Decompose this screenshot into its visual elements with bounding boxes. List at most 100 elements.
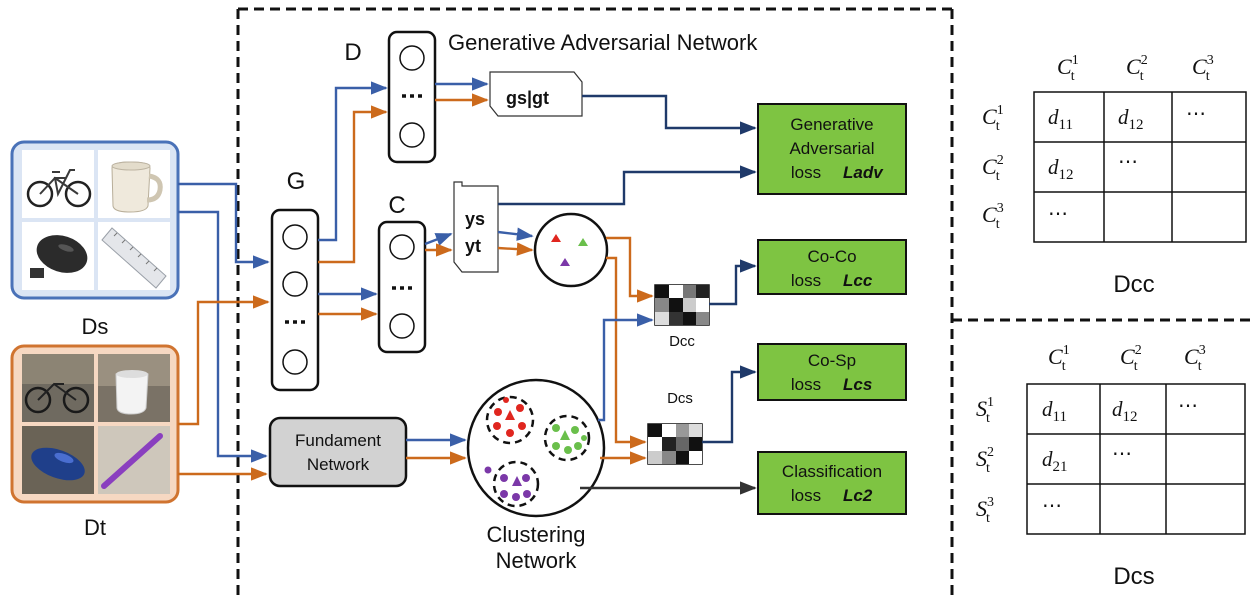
dcc-cell-2-0: ⋯ <box>1048 203 1068 225</box>
gan-title: Generative Adversarial Network <box>448 30 758 55</box>
svg-text:C3t: C3t <box>982 201 1004 232</box>
svg-text:S3t: S3t <box>976 495 994 526</box>
target-bicycle-image <box>22 354 94 422</box>
gan-frame <box>236 7 1252 596</box>
source-label: Ds <box>82 314 109 339</box>
d-label: D <box>344 39 361 66</box>
fundament-network <box>268 416 408 488</box>
target-label: Dt <box>84 515 106 540</box>
dcs-col1: C <box>1048 344 1063 369</box>
loss-cs-symbol: Lcs <box>843 375 872 394</box>
source-domain-panel <box>10 140 180 300</box>
discriminator-d <box>387 30 437 164</box>
dcs-col3: C <box>1184 344 1199 369</box>
classifier-c <box>377 220 427 354</box>
ys-yt-box <box>453 181 499 273</box>
loss-adv-line2: Adversarial <box>789 139 874 158</box>
dcc-col3: C <box>1192 54 1207 79</box>
svg-text:C3t: C3t <box>1184 343 1206 374</box>
loss-c2-line2: loss <box>791 486 821 505</box>
mug-image <box>98 150 170 218</box>
loss-cs-line2: loss <box>791 375 821 394</box>
dcs-col2: C <box>1120 344 1135 369</box>
loss-cs-line1: Co-Sp <box>808 351 856 370</box>
g-label: G <box>287 168 306 195</box>
svg-text:C2t: C2t <box>1120 343 1142 374</box>
dcs-caption: Dcs <box>1113 563 1154 590</box>
loss-adv-box <box>757 103 907 195</box>
svg-text:C3t: C3t <box>1192 53 1214 84</box>
dcs-table <box>1026 383 1246 535</box>
yt-label: yt <box>465 236 481 256</box>
mouse-image <box>22 222 94 290</box>
dcc-cell-0-2: ⋯ <box>1186 103 1206 125</box>
ys-label: ys <box>465 209 485 229</box>
loss-adv-line3: loss <box>791 163 821 182</box>
dcc-cell-1-1: ⋯ <box>1118 151 1138 173</box>
fundament-line1: Fundament <box>295 431 381 450</box>
dcs-heatmap <box>647 423 703 465</box>
svg-text:C1t: C1t <box>1057 53 1079 84</box>
c-label: C <box>388 192 405 219</box>
dcs-cell-1-0: d21 <box>1042 447 1068 475</box>
dcc-caption: Dcc <box>1113 271 1154 298</box>
dcc-row3: C <box>982 202 997 227</box>
loss-cc-symbol: Lcc <box>843 271 873 290</box>
svg-text:S1t: S1t <box>976 395 994 426</box>
loss-cc-box <box>757 239 907 295</box>
prediction-cluster-circle <box>533 212 609 288</box>
dcs-cell-0-0: d11 <box>1042 397 1067 425</box>
dcc-cell-0-0: d11 <box>1048 105 1073 133</box>
target-mouse-image <box>22 426 94 494</box>
loss-c2-line1: Classification <box>782 462 882 481</box>
loss-cc-line1: Co-Co <box>807 247 856 266</box>
svg-text:C1t: C1t <box>982 103 1004 134</box>
gs-gt-label: gs|gt <box>506 88 549 108</box>
dcs-small-label: Dcs <box>667 390 693 407</box>
loss-c2-box <box>757 451 907 515</box>
svg-text:C2t: C2t <box>1126 53 1148 84</box>
flow-arrows <box>178 77 757 495</box>
dcc-col1: C <box>1057 54 1072 79</box>
dcc-cells: d11 d12 ⋯ d12 ⋯ ⋯ <box>1048 103 1206 225</box>
svg-text:C1t: C1t <box>1048 343 1070 374</box>
clustering-line2: Network <box>496 548 578 573</box>
dcs-cell-0-2: ⋯ <box>1178 395 1198 417</box>
dcs-cells: d11 d12 ⋯ d21 ⋯ ⋯ <box>1042 395 1198 517</box>
dcc-row1: C <box>982 104 997 129</box>
dcc-cell-0-1: d12 <box>1118 105 1144 133</box>
dcc-heatmap <box>654 284 710 326</box>
bicycle-image <box>22 150 94 218</box>
target-domain-panel <box>10 344 180 504</box>
loss-cc-line2: loss <box>791 271 821 290</box>
generator-g <box>270 208 320 392</box>
svg-text:S2t: S2t <box>976 445 994 476</box>
loss-cs-box <box>757 343 907 401</box>
dcc-small-label: Dcc <box>669 333 695 350</box>
gs-gt-box <box>489 71 583 117</box>
fundament-line2: Network <box>307 455 370 474</box>
dcs-cell-1-1: ⋯ <box>1112 443 1132 465</box>
dcs-cell-0-1: d12 <box>1112 397 1138 425</box>
dcc-row2: C <box>982 154 997 179</box>
loss-adv-symbol: Ladv <box>843 163 884 182</box>
target-pen-image <box>98 426 170 494</box>
svg-text:C2t: C2t <box>982 153 1004 184</box>
dcs-row1: S <box>976 396 987 421</box>
dcc-col2: C <box>1126 54 1141 79</box>
target-mug-image <box>98 354 170 422</box>
clustering-network <box>466 378 606 518</box>
dcs-cell-2-0: ⋯ <box>1042 495 1062 517</box>
dcs-row2: S <box>976 446 987 471</box>
dcs-row3: S <box>976 496 987 521</box>
ruler-image <box>98 222 170 290</box>
dcc-table <box>1033 91 1247 243</box>
dcc-cell-1-0: d12 <box>1048 155 1074 183</box>
loss-adv-line1: Generative <box>790 115 873 134</box>
clustering-line1: Clustering <box>486 522 585 547</box>
